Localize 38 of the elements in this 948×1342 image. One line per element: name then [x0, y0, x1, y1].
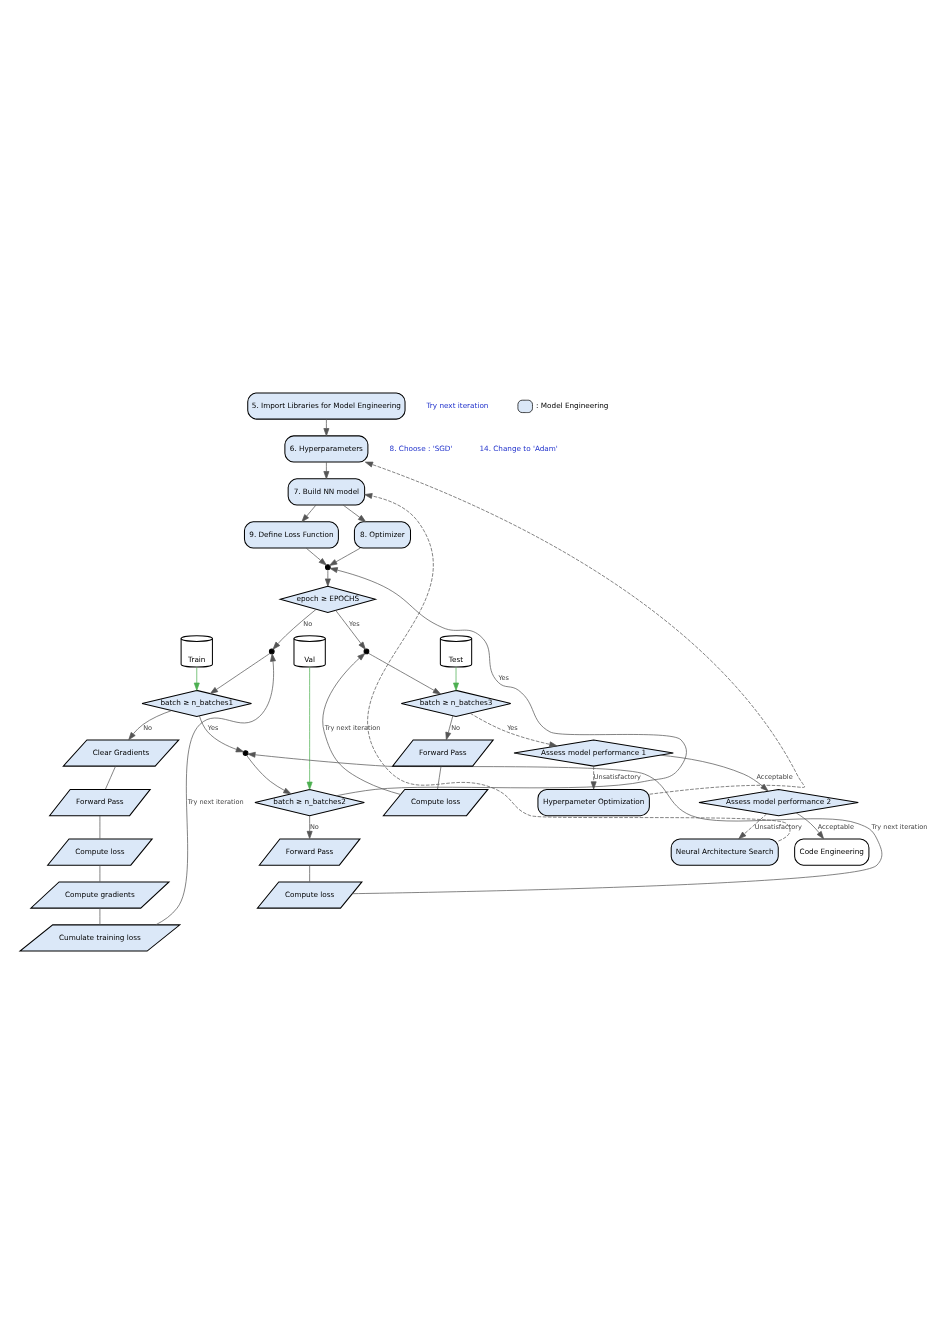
arrow: [305, 546, 327, 565]
arrow: [329, 566, 687, 796]
node-circle: [363, 647, 370, 654]
arrow: [738, 812, 768, 839]
arrow: [324, 568, 331, 586]
arrow: [335, 608, 366, 649]
connector: [99, 906, 101, 925]
arrow: [209, 651, 271, 693]
arrow: [445, 714, 454, 740]
arrow: [323, 460, 330, 479]
arrow: [246, 753, 292, 794]
connector: [99, 814, 101, 838]
arrow: [659, 753, 769, 791]
arrow: [342, 503, 367, 522]
arrow: [329, 546, 361, 565]
connector: [105, 765, 116, 789]
arrow: [469, 711, 558, 747]
arrow: [306, 665, 313, 789]
arrow: [453, 665, 459, 690]
arrow: [367, 651, 441, 694]
arrow: [128, 709, 172, 740]
connector: [309, 863, 310, 882]
node-circle: [268, 647, 275, 654]
arrow: [155, 652, 276, 925]
arrow: [322, 652, 401, 794]
arrow: [199, 714, 244, 752]
arrow: [590, 765, 597, 789]
arrow: [323, 417, 330, 436]
node-circle: [325, 563, 331, 569]
arrow: [193, 665, 200, 690]
arrow: [301, 503, 317, 522]
node-circle: [242, 749, 249, 755]
connector: [437, 765, 442, 789]
arrow: [247, 750, 883, 894]
arrow: [306, 814, 313, 838]
connector: [99, 863, 101, 882]
arrow: [795, 811, 824, 839]
arrow: [272, 608, 317, 649]
